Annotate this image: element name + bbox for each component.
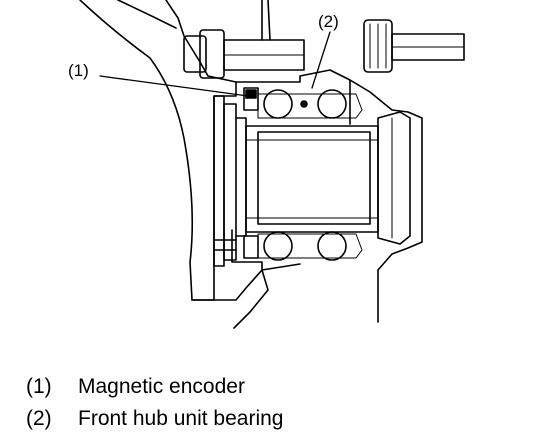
hub-bore — [245, 125, 379, 233]
legend-number: (2) — [26, 407, 52, 430]
lower-bearing-balls — [257, 231, 363, 261]
callout-label-1: (1) — [68, 61, 89, 80]
upper-bearing-balls — [257, 89, 363, 119]
legend-number: (1) — [26, 375, 52, 398]
legend-text: Magnetic encoder — [78, 375, 245, 398]
legend-item-front-hub-unit-bearing: (2) Front hub unit bearing — [26, 403, 283, 435]
parts-legend: (1) Magnetic encoder (2) Front hub unit … — [26, 371, 283, 435]
hub-flange — [377, 111, 411, 245]
steering-knuckle-outline — [79, 0, 301, 329]
callout-label-2: (2) — [318, 12, 339, 31]
seal-stack — [213, 95, 237, 267]
leader-lines — [99, 31, 331, 97]
hub-bolt — [363, 19, 465, 73]
knuckle-bolt — [183, 0, 305, 79]
hub-bearing-cross-section-diagram — [79, 0, 465, 329]
legend-text: Front hub unit bearing — [78, 407, 284, 430]
legend-item-magnetic-encoder: (1) Magnetic encoder — [26, 371, 283, 403]
